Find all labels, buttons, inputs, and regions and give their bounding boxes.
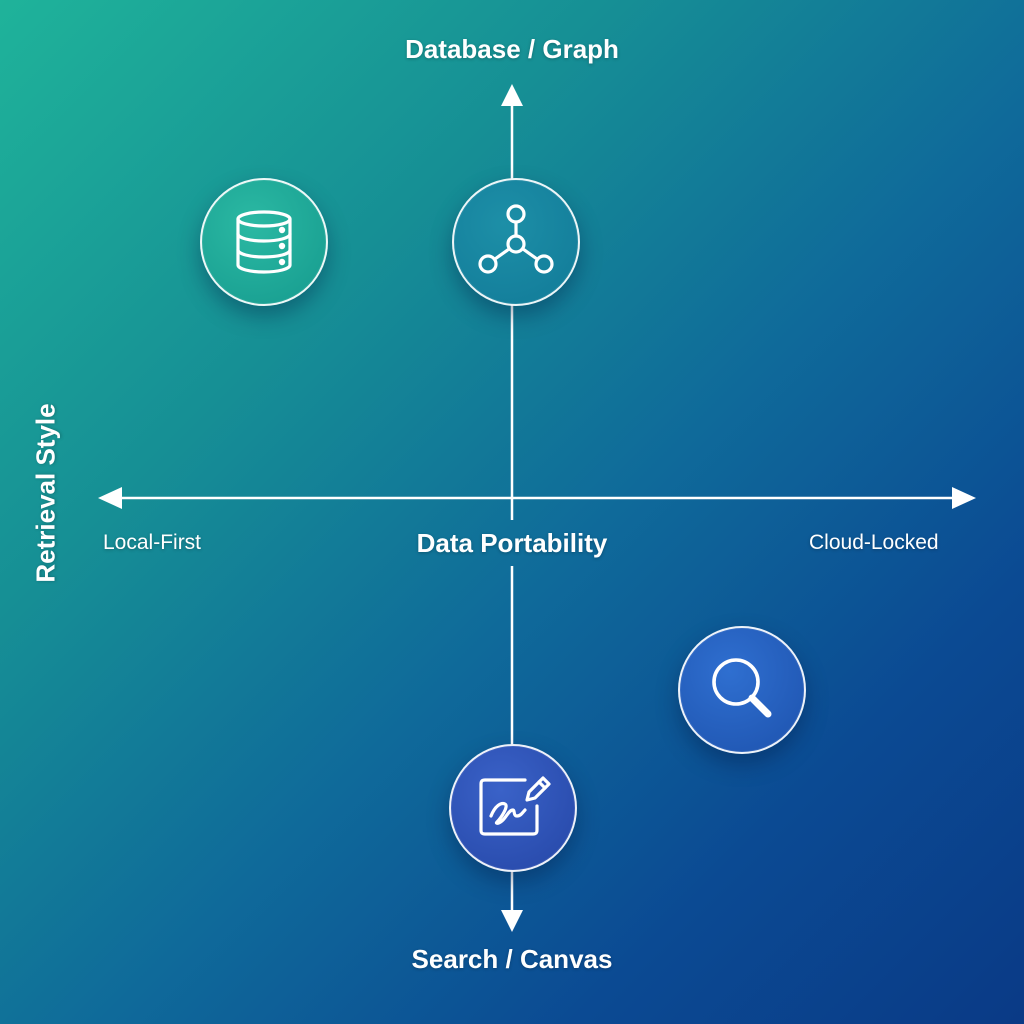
- canvas-node: [449, 744, 577, 872]
- down-arrow: [501, 910, 523, 932]
- left-arrow: [98, 487, 122, 509]
- database-node: [200, 178, 328, 306]
- axis-label-right: Cloud-Locked: [809, 531, 939, 554]
- axis-label-horizontal-title: Data Portability: [416, 528, 608, 558]
- graph-network-icon: [478, 204, 554, 274]
- search-node: [678, 626, 806, 754]
- canvas-pen-icon: [479, 776, 551, 836]
- right-arrow: [952, 487, 976, 509]
- axis-label-top: Database / Graph: [405, 34, 619, 64]
- database-icon: [236, 210, 292, 274]
- axis-label-left: Local-First: [103, 531, 202, 554]
- axis-label-vertical-title: Retrieval Style: [30, 403, 61, 583]
- axis-label-bottom: Search / Canvas: [411, 944, 613, 974]
- search-magnifier-icon: [712, 658, 772, 718]
- up-arrow: [501, 84, 523, 106]
- graph-node: [452, 178, 580, 306]
